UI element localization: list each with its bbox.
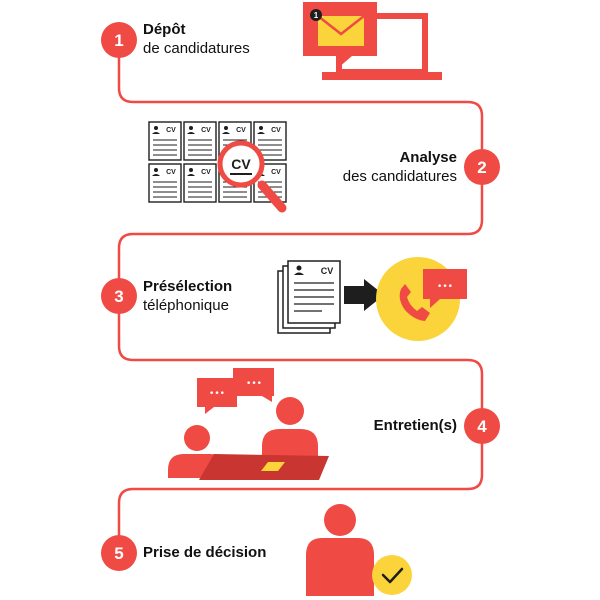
step-2-subtitle: des candidatures: [342, 168, 457, 185]
mail-count-badge: 1: [314, 11, 319, 20]
step-2-title: Analyse: [399, 149, 457, 166]
phone-icon: [399, 284, 430, 321]
arrow-right-icon: [344, 279, 384, 311]
step-4-number: 4: [477, 417, 487, 436]
step-5-label: Prise de décision: [143, 543, 266, 562]
chat-dots-1: •••: [209, 389, 225, 399]
cv-phone-icon: CV •••: [277, 257, 467, 341]
cv-document: CV: [148, 163, 182, 203]
mail-laptop-icon: 1: [303, 2, 442, 80]
step-2-marker: 2: [464, 149, 500, 185]
magnifier-cv-label: CV: [231, 156, 251, 172]
step-5-marker: 5: [101, 535, 137, 571]
cv-stack-label: CV: [321, 266, 334, 276]
chat-bubble-icon: •••: [423, 269, 467, 308]
step-1-label: Dépôt de candidatures: [143, 20, 250, 58]
cv-document: CV: [183, 121, 217, 161]
chat-dots-2: •••: [246, 379, 262, 389]
cv-document-label: CV: [271, 127, 281, 134]
decision-icon: [306, 504, 412, 596]
chat-bubble-icon: •••: [197, 378, 237, 414]
step-3-number: 3: [114, 287, 123, 306]
cv-document-label: CV: [201, 169, 211, 176]
cv-document-label: CV: [271, 169, 281, 176]
step-3-title: Présélection: [143, 278, 233, 295]
cv-document-label: CV: [166, 169, 176, 176]
step-1-marker: 1: [101, 22, 137, 58]
check-icon: [372, 555, 412, 595]
step-2-label: Analyse des candidatures: [343, 148, 457, 186]
magnifier-icon: CV: [217, 140, 287, 213]
step-1-number: 1: [114, 31, 123, 50]
step-2-number: 2: [477, 158, 486, 177]
step-5-title: Prise de décision: [143, 544, 267, 561]
cv-document-label: CV: [166, 127, 176, 134]
interview-icon: ••• •••: [168, 368, 329, 480]
step-3-label: Présélection téléphonique: [143, 277, 232, 315]
step-4-title: Entretien(s): [373, 417, 457, 434]
cv-document: CV: [148, 121, 182, 161]
cv-document: CV: [183, 163, 217, 203]
step-1-subtitle: de candidatures: [143, 40, 250, 57]
cv-document-label: CV: [236, 127, 246, 134]
step-4-marker: 4: [464, 408, 500, 444]
step-3-marker: 3: [101, 278, 137, 314]
step-4-label: Entretien(s): [374, 416, 457, 435]
step-1-title: Dépôt: [143, 21, 186, 38]
step-3-subtitle: téléphonique: [143, 297, 229, 314]
step-5-number: 5: [114, 544, 123, 563]
cv-document-label: CV: [201, 127, 211, 134]
chat-dots: •••: [437, 282, 453, 292]
chat-bubble-icon: •••: [233, 368, 274, 402]
